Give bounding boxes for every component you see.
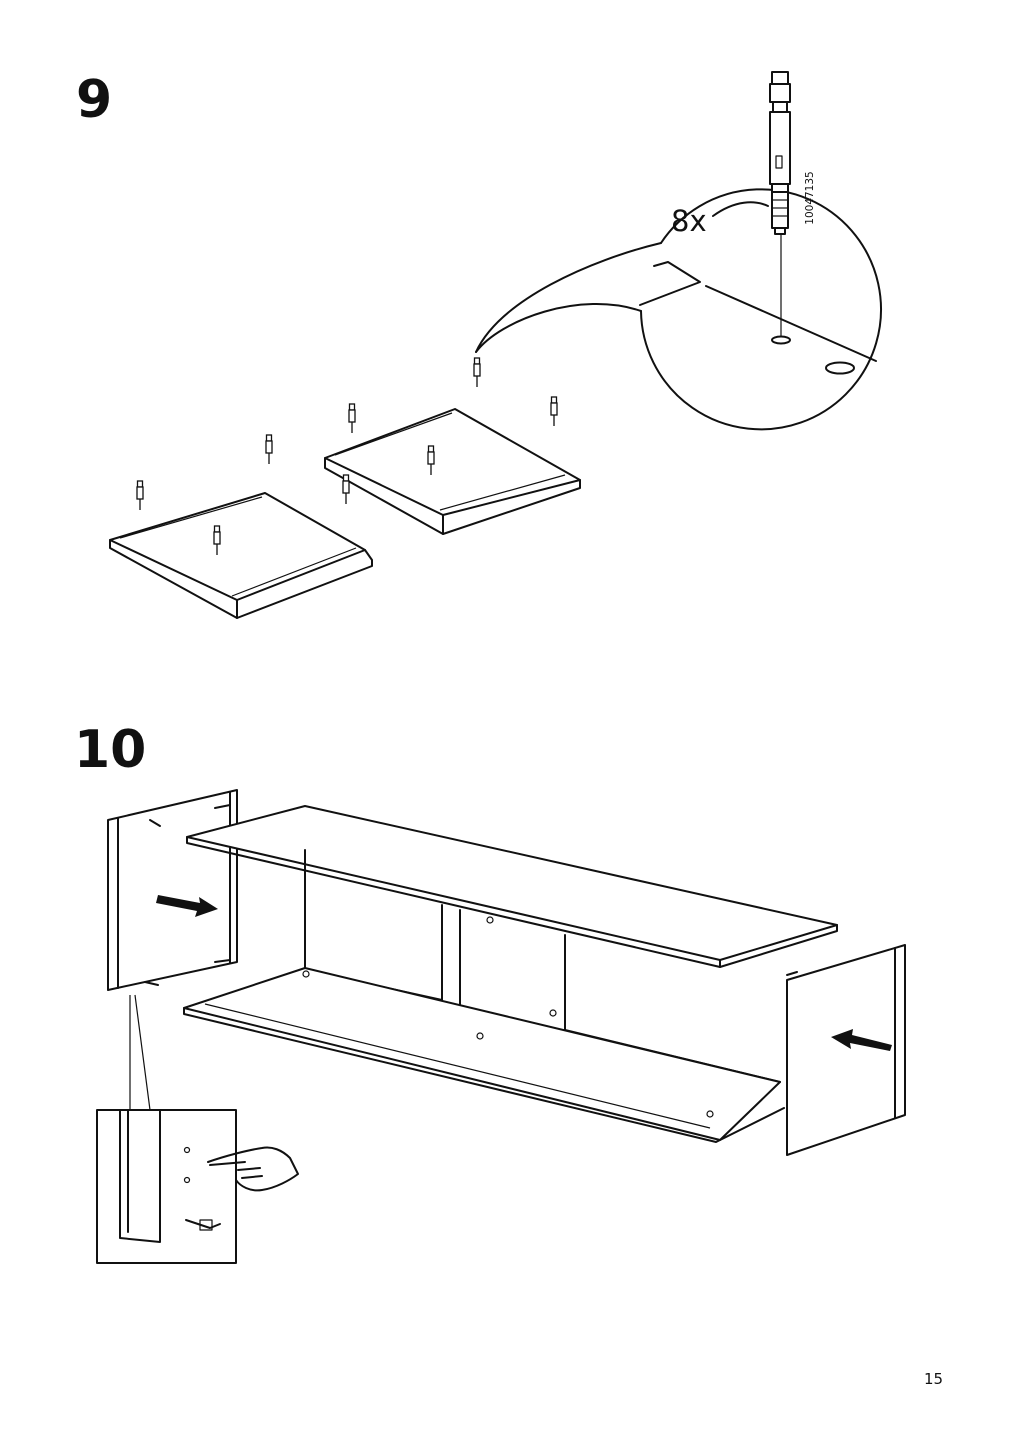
callout-stem-lower (475, 303, 642, 353)
page-number: 15 (924, 1370, 944, 1388)
step-10-number: 10 (74, 720, 147, 780)
arrow-icon-right (831, 1029, 892, 1051)
cam-dowel-large (769, 71, 791, 235)
quantity-label: 8x (671, 204, 707, 238)
callout-stem-upper (475, 242, 662, 353)
dowel-hole (771, 335, 791, 345)
step-9-number: 9 (76, 70, 113, 130)
cabinet-frame (183, 805, 838, 1143)
panel-right (324, 408, 581, 535)
magnifier-detail-icon (96, 994, 237, 1264)
left-side-panel (107, 789, 238, 991)
panel-left (109, 492, 373, 619)
pointing-hand-icon (207, 1146, 299, 1192)
cam-hole (825, 361, 855, 375)
detail-circle (640, 188, 882, 431)
step-9-detail-callout (475, 188, 882, 431)
part-number-label: 10047135 (804, 171, 816, 225)
arrow-icon-left (156, 895, 218, 917)
panel-top-edge (705, 285, 877, 362)
quantity-leader (712, 201, 769, 217)
panel-edge-detail (639, 261, 701, 306)
right-side-panel (786, 944, 906, 1156)
